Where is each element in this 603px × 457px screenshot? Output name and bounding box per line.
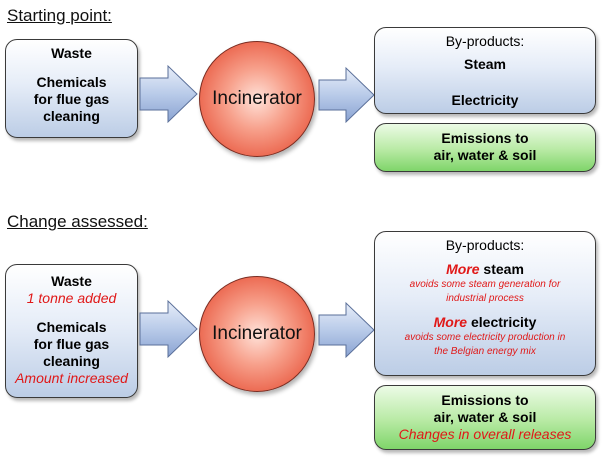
incinerator-label: Incinerator — [212, 323, 302, 344]
electricity-note-line1: avoids some electricity production in — [404, 332, 566, 343]
steam-note-line2: industrial process — [446, 293, 524, 304]
byproducts-title: By-products: — [445, 33, 525, 49]
byproducts-title: By-products: — [445, 237, 525, 253]
emissions-box-changed: Emissions to air, water & soil Changes i… — [374, 385, 596, 450]
arrow-right-icon — [139, 299, 198, 359]
incinerator-circle: Incinerator — [199, 41, 315, 157]
byproducts-box: By-products: Steam Electricity — [374, 27, 596, 114]
input-flue-gas: for flue gas — [33, 336, 110, 352]
arrow-right-icon — [318, 66, 375, 124]
input-waste: Waste — [51, 273, 92, 289]
input-waste-note: 1 tonne added — [26, 290, 117, 306]
input-flue-gas: for flue gas — [33, 91, 110, 107]
inputs-box-changed: Waste 1 tonne added Chemicals for flue g… — [5, 264, 138, 398]
arrow-right-icon — [318, 301, 375, 359]
section-heading-starting-point: Starting point: — [7, 6, 112, 25]
input-chemicals: Chemicals — [36, 74, 107, 90]
input-chemicals: Chemicals — [36, 319, 107, 335]
input-waste: Waste — [51, 45, 92, 61]
byproduct-steam: Steam — [463, 56, 507, 72]
more-label: More — [446, 261, 480, 277]
section-heading-change-assessed: Change assessed: — [7, 212, 148, 231]
emissions-line2: air, water & soil — [433, 409, 537, 425]
inputs-box: Waste Chemicals for flue gas cleaning — [5, 39, 138, 138]
more-label: More — [433, 314, 468, 330]
electricity-label: electricity — [467, 314, 537, 330]
arrow-right-icon — [139, 64, 198, 124]
byproduct-electricity: More electricity — [375, 314, 595, 331]
byproduct-steam: More steam — [375, 261, 595, 278]
emissions-line1: Emissions to — [441, 130, 529, 146]
steam-note-line1: avoids some steam generation for — [409, 279, 561, 290]
incinerator-label: Incinerator — [212, 88, 302, 109]
byproduct-electricity: Electricity — [451, 92, 519, 108]
steam-label: steam — [479, 261, 524, 277]
input-cleaning: cleaning — [43, 108, 100, 124]
electricity-note-line2: the Belgian energy mix — [434, 346, 536, 357]
emissions-line2: air, water & soil — [433, 147, 537, 163]
incinerator-circle: Incinerator — [199, 276, 315, 392]
emissions-note: Changes in overall releases — [398, 426, 572, 442]
emissions-box: Emissions to air, water & soil — [374, 123, 596, 172]
emissions-line1: Emissions to — [441, 392, 529, 408]
input-chemicals-note: Amount increased — [15, 370, 128, 386]
input-cleaning: cleaning — [43, 353, 100, 369]
byproducts-box-changed: By-products: More steam avoids some stea… — [374, 231, 596, 376]
